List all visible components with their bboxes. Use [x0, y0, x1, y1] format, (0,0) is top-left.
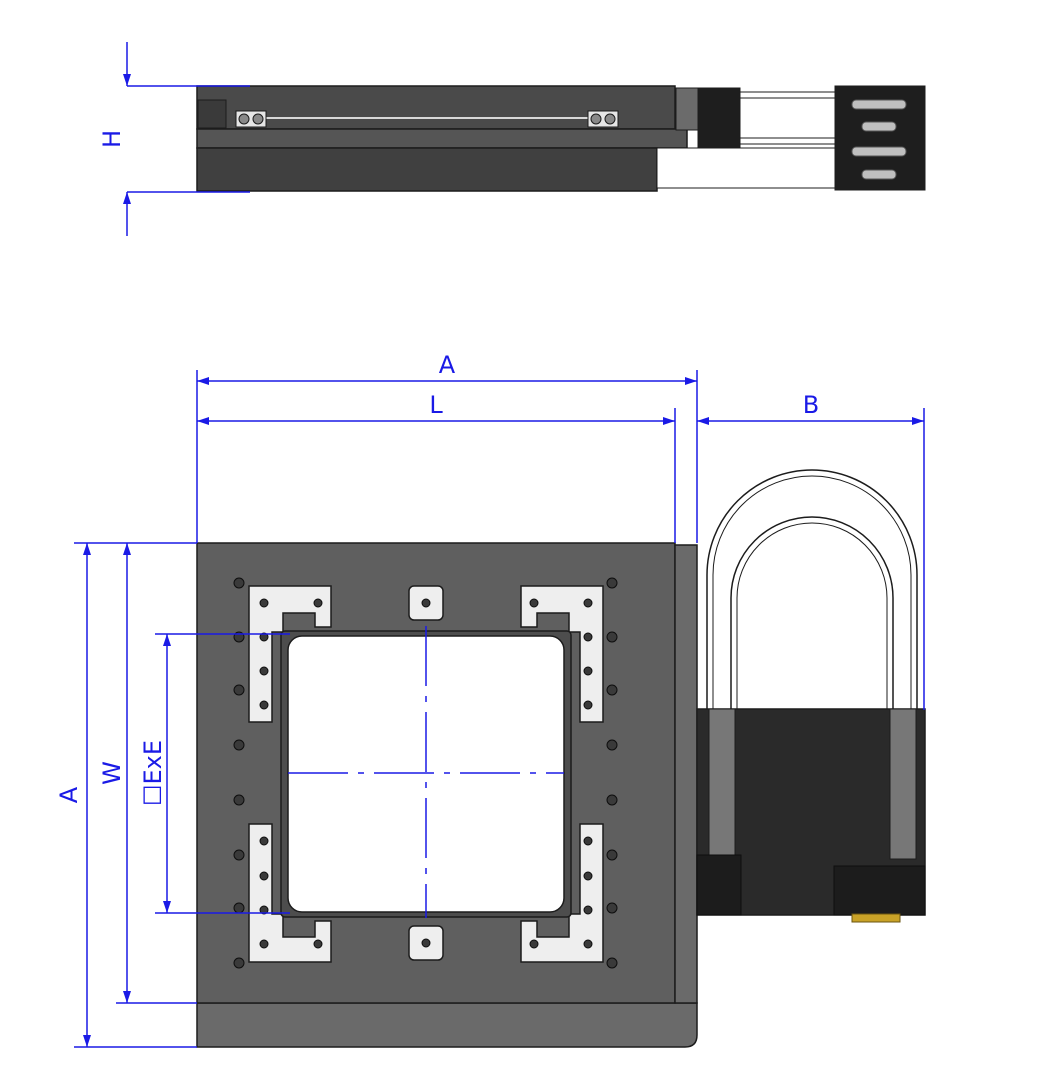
- dimension-e: ☐ExE: [139, 633, 290, 914]
- dimension-a-horizontal: A: [196, 351, 698, 543]
- label-overall-depth: A: [55, 786, 83, 803]
- cable-sleeve-right: [889, 708, 917, 860]
- side-screw-group-left: [235, 110, 267, 128]
- side-middle-plate: [196, 128, 688, 149]
- dimension-a-vertical: A: [55, 542, 197, 1048]
- label-overall: A: [439, 351, 456, 379]
- side-cable-bundle: [739, 91, 836, 145]
- clamp-plate-bottom-left: [248, 823, 332, 963]
- side-screw-group-right: [587, 110, 619, 128]
- cable-assembly: [696, 469, 926, 923]
- cable-loop-outer-inner: [712, 475, 912, 710]
- cable-loop-inner: [730, 516, 894, 710]
- label-length: L: [429, 391, 443, 419]
- side-motor-block: [697, 87, 741, 149]
- side-view: [196, 85, 926, 192]
- dimension-b: B: [697, 391, 925, 710]
- top-view: [196, 469, 926, 1048]
- dimension-w: W: [98, 543, 197, 1004]
- dimension-l: L: [197, 391, 676, 543]
- dimension-h: H: [98, 42, 250, 236]
- side-connectors: [851, 99, 907, 180]
- stage-side-rail: [674, 544, 698, 1004]
- cable-loop-inner-inner: [736, 522, 888, 710]
- label-width: W: [98, 761, 126, 785]
- side-drive-housing: [675, 87, 701, 131]
- mounting-screws: [233, 577, 618, 969]
- label-height: H: [98, 130, 126, 148]
- cable-sleeve-left: [708, 708, 736, 860]
- clamp-plate-bottom-right: [520, 823, 604, 963]
- label-aperture: ☐ExE: [139, 740, 167, 806]
- base-plate: [196, 1002, 698, 1048]
- cable-end-block-left: [696, 854, 742, 916]
- side-lower-cable-frame: [656, 147, 836, 189]
- side-top-carriage-end: [197, 99, 227, 129]
- clamp-plate-top-left: [248, 585, 332, 723]
- cable-end-block-right: [833, 865, 926, 916]
- label-cable-extension: B: [803, 391, 819, 419]
- side-base: [196, 147, 658, 192]
- cable-loop-outer: [706, 469, 918, 710]
- connector-pins: [851, 913, 901, 923]
